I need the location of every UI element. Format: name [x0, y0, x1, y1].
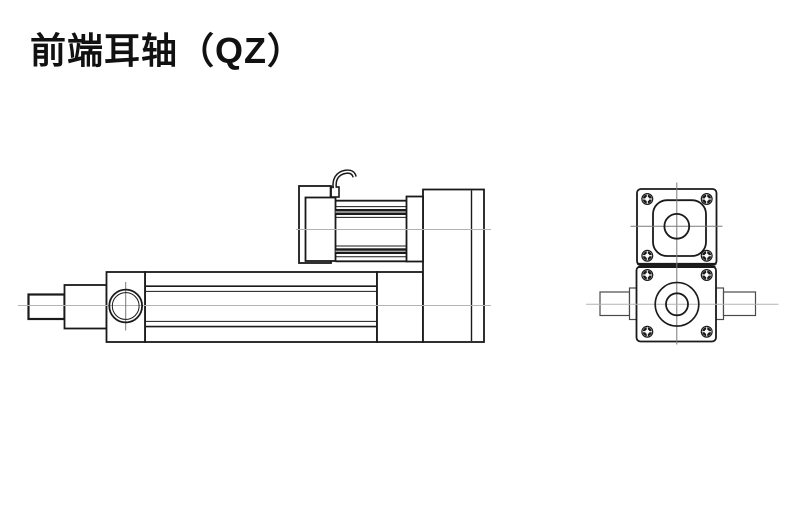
trunnion-pin-right-step: [715, 287, 725, 321]
cylinder-body: [144, 271, 378, 343]
rod-end-cap: [63, 284, 108, 330]
page-title: 前端耳轴（QZ）: [30, 30, 304, 71]
trunnion-pin-left: [599, 291, 631, 317]
motor-outline: [652, 199, 707, 257]
trunnion-boss: [654, 281, 700, 327]
motor-tie-rod-section: [335, 199, 407, 263]
cylinder-tube-lines: [146, 285, 376, 328]
trunnion-pin-left-step: [628, 287, 638, 321]
trunnion-pin-hole: [108, 282, 143, 331]
rod-nut-ring: [665, 292, 689, 317]
piston-rod: [27, 293, 66, 321]
side-view-drawing: [18, 169, 491, 343]
trunnion-pin-right: [722, 291, 757, 317]
motor-cable: [329, 169, 357, 198]
motor-shaft-hole: [663, 213, 691, 240]
drive-housing: [422, 188, 485, 343]
end-view-drawing: [586, 182, 779, 345]
rear-end-block: [376, 271, 424, 343]
